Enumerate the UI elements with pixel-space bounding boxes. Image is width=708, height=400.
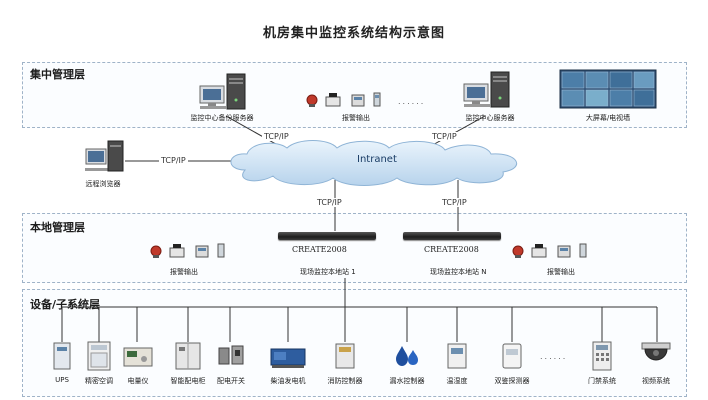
device-label-fire-controller: 消防控制器 [327, 377, 363, 385]
diagram-title: 机房集中监控系统结构示意图 [262, 26, 445, 41]
device-label-access-control: 门禁系统 [588, 377, 616, 385]
local-layer-title: 本地管理层 [30, 221, 85, 234]
server-icon [463, 71, 510, 108]
station-1-label: 现场监控本地站 1 [300, 268, 356, 276]
central-alarm-label: 报警输出 [342, 114, 370, 122]
video-wall-icon [559, 69, 657, 109]
temperature-humidity-icon [447, 343, 467, 369]
device-label-diesel-generator: 柴油发电机 [270, 377, 306, 385]
access-control-icon [592, 341, 612, 371]
water-drop-icon [396, 346, 418, 366]
ups-icon [53, 342, 71, 370]
monitor-unit-2-model: CREATE2008 [424, 245, 479, 254]
tcp-ip-label-remote: TCP/IP [159, 156, 188, 165]
monitor-unit-1 [278, 232, 376, 240]
tcp-ip-label-main: TCP/IP [430, 132, 459, 141]
server-icon [199, 73, 246, 110]
video-wall-label: 大屏幕/电视墙 [585, 114, 631, 122]
local-layer-box [22, 213, 687, 283]
device-label-precision-ac: 精密空调 [85, 377, 113, 385]
distribution-cabinet-icon [175, 342, 201, 370]
camera-icon [641, 342, 671, 361]
power-switch-icon [218, 345, 244, 365]
backup-server-label: 监控中心备份服务器 [190, 114, 254, 122]
device-label-dual-detector: 双鉴探测器 [494, 377, 530, 385]
intranet-cloud [230, 140, 517, 186]
alarm-output-icon [512, 243, 587, 258]
dual-detector-icon [502, 343, 522, 369]
device-dots: ...... [540, 352, 568, 361]
intranet-label: Intranet [357, 154, 397, 165]
tcp-ip-label-backup: TCP/IP [262, 132, 291, 141]
local-alarm-right-label: 报警输出 [547, 268, 575, 276]
local-alarm-left-label: 报警输出 [170, 268, 198, 276]
device-label-video-system: 视频系统 [642, 377, 670, 385]
device-label-leak-controller: 漏水控制器 [389, 377, 425, 385]
alarm-dots: ...... [398, 97, 426, 106]
fire-controller-icon [335, 343, 355, 369]
device-layer-title: 设备/子系统层 [30, 298, 101, 311]
tcp-ip-label-station2: TCP/IP [440, 198, 469, 207]
device-label-distribution-cabinet: 智能配电柜 [170, 377, 206, 385]
remote-browser-label: 远程浏览器 [85, 180, 121, 188]
device-label-temp-humidity: 温湿度 [446, 377, 468, 385]
computer-icon [85, 140, 124, 172]
main-server-label: 监控中心服务器 [465, 114, 515, 122]
monitor-unit-1-model: CREATE2008 [292, 245, 347, 254]
power-meter-icon [123, 347, 153, 367]
device-label-power-switch: 配电开关 [217, 377, 245, 385]
tcp-ip-label-station1: TCP/IP [315, 198, 344, 207]
alarm-output-icon [306, 92, 381, 107]
monitor-unit-2 [403, 232, 501, 240]
air-conditioner-icon [87, 341, 111, 371]
device-label-power-meter: 电量仪 [127, 377, 149, 385]
device-label-ups: UPS [55, 376, 69, 384]
central-layer-title: 集中管理层 [30, 68, 85, 81]
station-2-label: 现场监控本地站 N [430, 268, 487, 276]
diesel-generator-icon [270, 348, 306, 368]
alarm-output-icon [150, 243, 225, 258]
